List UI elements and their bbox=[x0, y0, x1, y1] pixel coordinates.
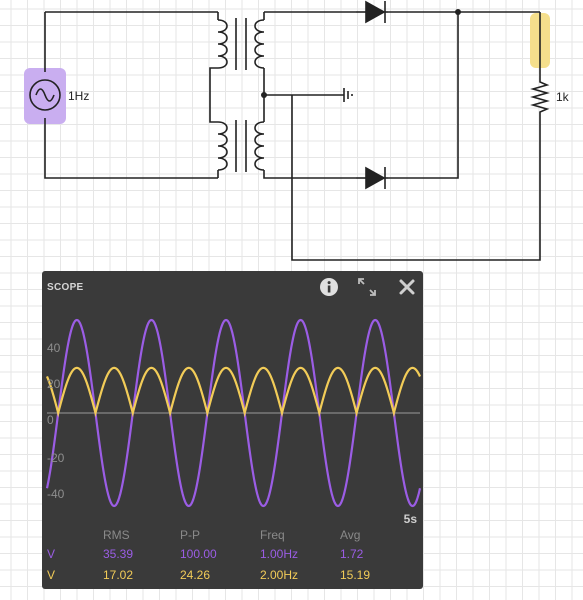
wire-secondary-bottom[interactable] bbox=[263, 12, 459, 179]
wire-source-top[interactable] bbox=[44, 11, 218, 72]
row-yellow-freq: 2.00Hz bbox=[260, 568, 299, 582]
row-yellow-pp: 24.26 bbox=[180, 568, 211, 582]
wire-secondary-mid[interactable] bbox=[263, 68, 344, 122]
y-tick-label: -40 bbox=[47, 487, 65, 501]
info-icon[interactable] bbox=[319, 277, 339, 297]
wire-primary-left[interactable] bbox=[209, 12, 219, 178]
y-tick-label: 0 bbox=[47, 413, 54, 427]
row-yellow-label: V bbox=[47, 568, 56, 582]
y-tick-label: 40 bbox=[47, 341, 61, 355]
wire-return[interactable] bbox=[291, 95, 541, 261]
row-purple-label: V bbox=[47, 547, 56, 561]
wire-source-bottom[interactable] bbox=[44, 118, 218, 179]
row-yellow-rms: 17.02 bbox=[103, 568, 134, 582]
scope-title: SCOPE bbox=[47, 282, 84, 293]
junction-dot-top bbox=[455, 9, 461, 15]
diode-top[interactable] bbox=[356, 0, 388, 24]
ac-source[interactable] bbox=[29, 79, 61, 111]
resistor-value-label: 1k bbox=[556, 90, 569, 104]
wire-secondary-top[interactable] bbox=[263, 11, 540, 20]
row-purple-rms: 35.39 bbox=[103, 547, 134, 561]
scope-panel[interactable]: SCOPE 40 20 0 -20 -40 5s RMS P-P Freq Av… bbox=[42, 271, 423, 589]
diode-bottom[interactable] bbox=[356, 166, 388, 190]
transformer-upper[interactable] bbox=[217, 18, 265, 70]
time-scale-label: 5s bbox=[403, 512, 417, 526]
resistor[interactable] bbox=[530, 78, 550, 120]
y-tick-label: -20 bbox=[47, 451, 65, 465]
y-tick-label: 20 bbox=[47, 377, 61, 391]
header-freq: Freq bbox=[260, 528, 285, 542]
row-yellow-avg: 15.19 bbox=[340, 568, 371, 582]
row-purple-avg: 1.72 bbox=[340, 547, 364, 561]
header-avg: Avg bbox=[340, 528, 361, 542]
row-purple-pp: 100.00 bbox=[180, 547, 217, 561]
expand-icon[interactable] bbox=[357, 277, 377, 297]
header-pp: P-P bbox=[180, 528, 201, 542]
header-rms: RMS bbox=[103, 528, 130, 542]
trace-purple bbox=[45, 318, 422, 508]
circuit-canvas[interactable] bbox=[0, 0, 583, 270]
transformer-lower[interactable] bbox=[217, 120, 265, 172]
ground-symbol[interactable] bbox=[343, 88, 353, 102]
trace-yellow bbox=[45, 366, 421, 418]
source-frequency-label: 1Hz bbox=[68, 89, 90, 103]
row-purple-freq: 1.00Hz bbox=[260, 547, 299, 561]
junction-dot-mid bbox=[261, 92, 267, 98]
scope-plot bbox=[45, 318, 422, 508]
close-icon[interactable] bbox=[397, 277, 417, 297]
